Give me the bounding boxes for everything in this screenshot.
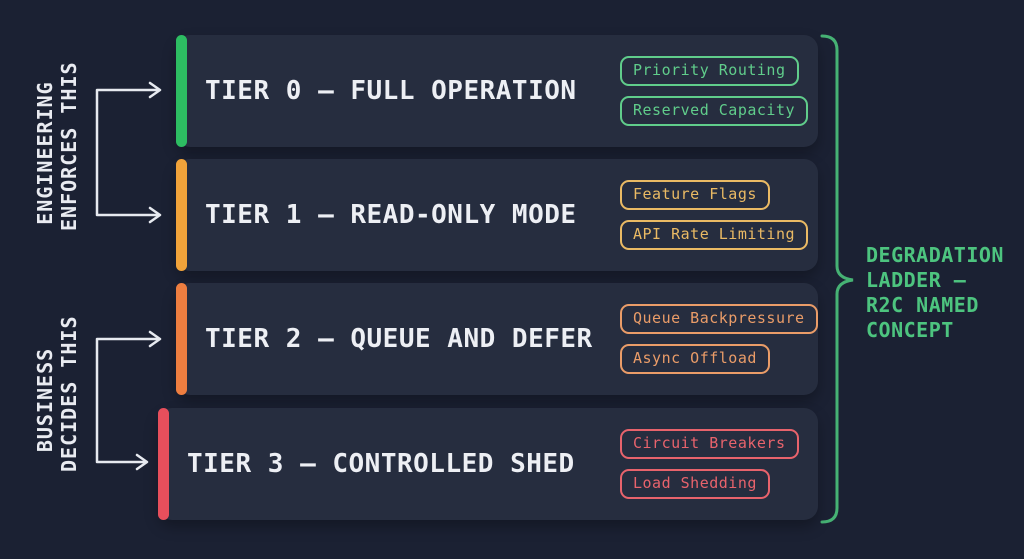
badge-load-shedding: Load Shedding xyxy=(620,469,770,499)
business-arrow-bracket xyxy=(95,330,162,471)
badge-queue-backpressure: Queue Backpressure xyxy=(620,304,818,334)
curly-brace xyxy=(820,34,854,524)
badge-reserved-capacity: Reserved Capacity xyxy=(620,96,809,126)
tier-0-title: TIER 0 — FULL OPERATION xyxy=(205,76,577,106)
tier-0-accent-bar xyxy=(176,35,187,147)
arrowhead-tier0 xyxy=(148,81,162,99)
tier-1-accent-bar xyxy=(176,159,187,271)
tier-2-accent-bar xyxy=(176,283,187,395)
tier-1-title: TIER 1 — READ-ONLY MODE xyxy=(205,200,577,230)
badge-api-rate-limiting: API Rate Limiting xyxy=(620,220,809,250)
tier-3-accent-bar xyxy=(158,408,169,520)
badge-async-offload: Async Offload xyxy=(620,344,770,374)
tier-1-card: TIER 1 — READ-ONLY MODE Feature Flags AP… xyxy=(176,159,818,271)
business-decides-label: BUSINESS DECIDES THIS xyxy=(33,315,81,473)
badge-circuit-breakers: Circuit Breakers xyxy=(620,429,799,459)
engineering-arrow-bracket xyxy=(95,81,162,224)
arrowhead-tier1 xyxy=(148,206,162,224)
badge-feature-flags: Feature Flags xyxy=(620,180,770,210)
arrowhead-tier3 xyxy=(135,453,149,471)
tier-3-card: TIER 3 — CONTROLLED SHED Circuit Breaker… xyxy=(158,408,818,520)
brace-concept-label: DEGRADATION LADDER — R2C NAMED CONCEPT xyxy=(866,243,1004,342)
tier-3-title: TIER 3 — CONTROLLED SHED xyxy=(187,449,575,479)
engineering-enforces-label: ENGINEERING ENFORCES THIS xyxy=(33,61,81,231)
tier-2-title: TIER 2 — QUEUE AND DEFER xyxy=(205,324,593,354)
tier-2-card: TIER 2 — QUEUE AND DEFER Queue Backpress… xyxy=(176,283,818,395)
badge-priority-routing: Priority Routing xyxy=(620,56,799,86)
tier-0-card: TIER 0 — FULL OPERATION Priority Routing… xyxy=(176,35,818,147)
arrowhead-tier2 xyxy=(148,330,162,348)
